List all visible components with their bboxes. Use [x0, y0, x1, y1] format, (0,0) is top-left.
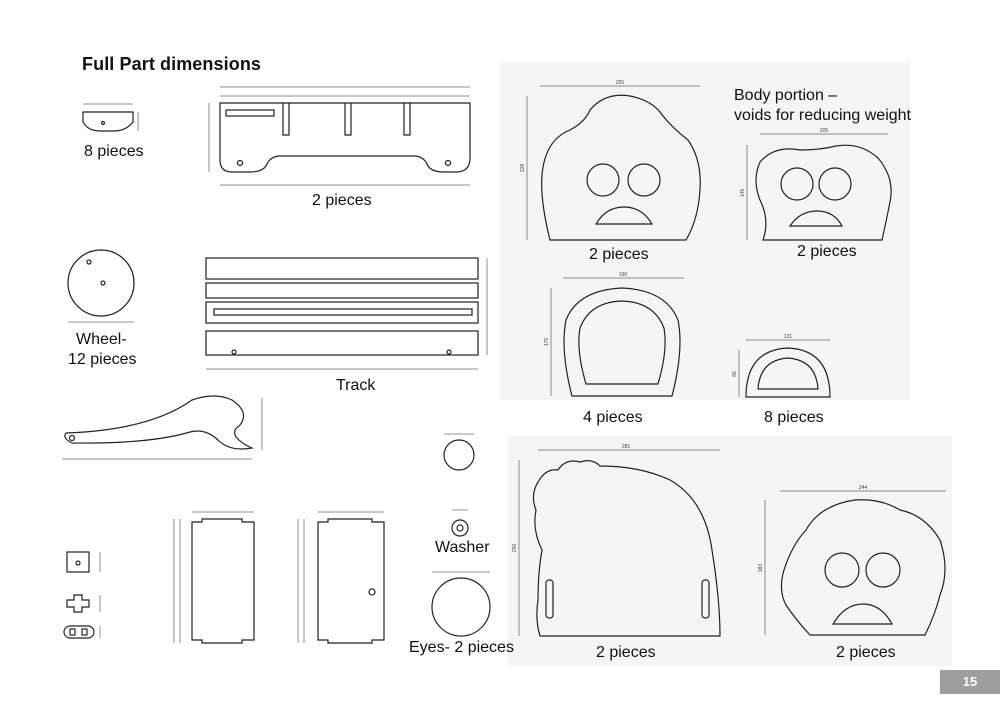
page-title: Full Part dimensions	[82, 54, 262, 74]
small-hinge-part	[82, 103, 139, 132]
dim-face-front-width: 244	[859, 485, 868, 491]
body-note-line1: Body portion –	[734, 87, 838, 104]
label-track: Track	[336, 377, 376, 394]
label-half-disc: 8 pieces	[764, 409, 824, 426]
dim-half-disc-height: 66	[732, 371, 738, 377]
label-head-front: 2 pieces	[589, 246, 649, 263]
label-face-front: 2 pieces	[836, 644, 896, 661]
page-number-badge: 15	[940, 670, 1000, 694]
body-side-part	[518, 449, 721, 637]
dim-body-voids-width: 205	[820, 128, 829, 134]
label-wheel-line2: 12 pieces	[68, 351, 137, 368]
dim-head-front-width: 255	[616, 80, 625, 86]
dim-arch-width: 190	[619, 272, 628, 278]
track-part	[205, 257, 488, 370]
body-voids-part	[746, 133, 892, 241]
eye-part	[431, 571, 491, 637]
dim-head-front-height: 228	[520, 164, 526, 173]
tail-curve-part	[62, 395, 263, 460]
small-disc-part	[443, 433, 475, 471]
head-front-part	[526, 85, 701, 241]
face-front-part	[764, 490, 946, 636]
dim-face-front-height: 183	[758, 564, 764, 573]
label-body-side: 2 pieces	[596, 644, 656, 661]
label-wheel-line1: Wheel-	[76, 331, 127, 348]
side-panel-plain	[173, 511, 255, 644]
panel-lower-right	[508, 436, 952, 666]
side-panel-with-hole	[297, 511, 385, 644]
label-track-bracket: 2 pieces	[312, 192, 372, 209]
panel-upper-right	[500, 62, 910, 400]
dim-half-disc-width: 131	[784, 334, 793, 340]
arch-part	[550, 277, 684, 397]
washer-part	[451, 509, 469, 537]
dim-body-side-height: 256	[512, 544, 518, 553]
label-washer: Washer	[435, 539, 490, 556]
label-arch: 4 pieces	[583, 409, 643, 426]
dim-body-side-width: 281	[622, 444, 631, 450]
dim-arch-height: 175	[544, 338, 550, 347]
half-disc-part	[738, 339, 831, 398]
wheel-part	[67, 249, 135, 323]
label-eyes: Eyes- 2 pieces	[409, 639, 514, 656]
small-clip-parts	[63, 551, 101, 639]
label-small-hinge: 8 pieces	[84, 143, 144, 160]
label-body-voids: 2 pieces	[797, 243, 857, 260]
body-portion-note: Body portion – voids for reducing weight	[734, 86, 911, 126]
track-bracket-part	[208, 86, 471, 186]
body-note-line2: voids for reducing weight	[734, 107, 911, 124]
dim-body-voids-height: 145	[740, 189, 746, 198]
